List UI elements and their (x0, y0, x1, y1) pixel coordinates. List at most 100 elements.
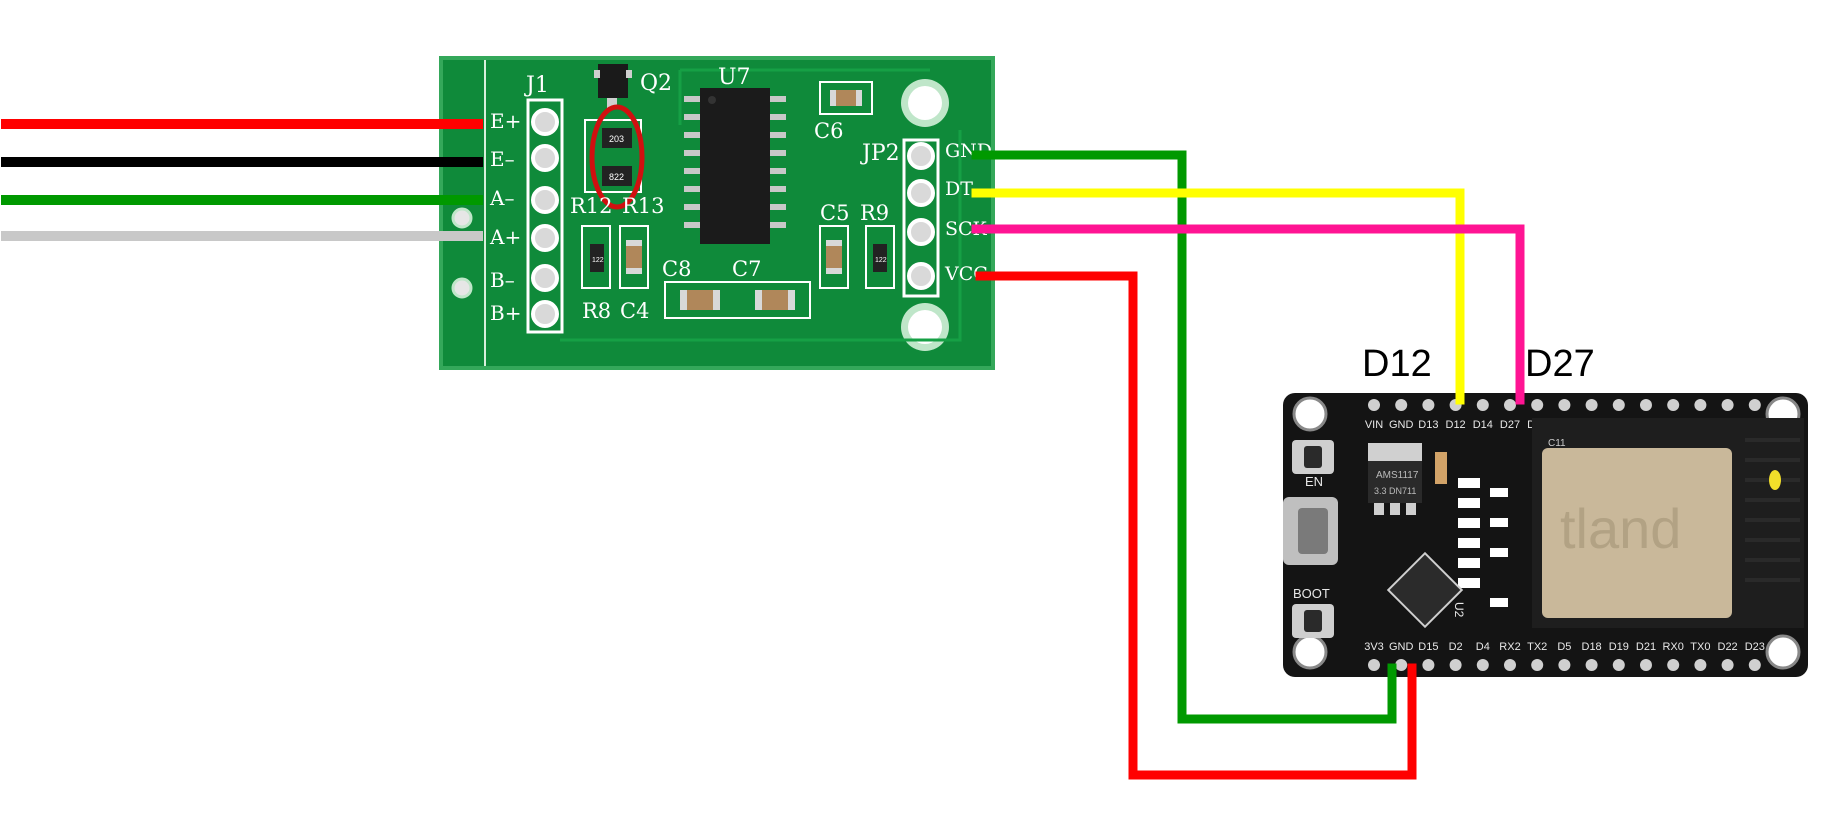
esp32-bottom-pin-label: TX0 (1690, 641, 1710, 653)
q2-label: Q2 (640, 71, 672, 96)
r8-resistor (590, 244, 604, 272)
small-hole (451, 277, 473, 299)
j1-label: J1 (524, 73, 549, 98)
esp32-top-pin (1748, 399, 1761, 411)
esp32-bottom-pin (1368, 659, 1380, 671)
r8-code: 122 (592, 257, 604, 264)
pin-label-sck: SCK (945, 218, 988, 240)
r12-resistor (602, 128, 632, 148)
smd-components (1458, 478, 1508, 607)
jp2-label: JP2 (860, 141, 900, 166)
r12-label: R12 (570, 194, 613, 218)
esp32-top-pin (1640, 399, 1652, 411)
mount-hole (908, 86, 942, 120)
r13-code: 822 (609, 172, 624, 182)
hx711-board: J1 E+ E– A– A+ B– B+ Q2 203 822 R12 R13 … (439, 56, 995, 370)
esp32-top-pin-label: D13 (1418, 419, 1438, 431)
esp32-bottom-pin (1585, 659, 1598, 671)
esp32-bottom-pin (1504, 659, 1516, 671)
esp32-top-pin-label: D12 (1446, 419, 1466, 431)
esp32-top-pin-label: GND (1389, 419, 1414, 431)
esp32-bottom-pin (1531, 659, 1544, 671)
esp32-bottom-pin-label: D15 (1418, 641, 1438, 653)
esp32-bottom-pin (1667, 659, 1680, 671)
r12-code: 203 (609, 134, 624, 144)
u7-label: U7 (718, 65, 751, 90)
esp32-bottom-pin-row (1368, 659, 1761, 671)
boot-button-label: BOOT (1293, 586, 1330, 601)
esp32-bottom-pin (1476, 659, 1489, 671)
mount-hole (1292, 634, 1328, 670)
c4-capacitor (626, 240, 642, 274)
esp32-bottom-pin-label: D22 (1718, 641, 1738, 653)
pin-label-e-minus: E– (490, 147, 515, 171)
annotation-d12: D12 (1362, 343, 1432, 385)
esp32-bottom-pin-label: D23 (1745, 641, 1765, 653)
esp32-top-pin (1368, 399, 1380, 411)
esp32-bottom-pin (1694, 659, 1707, 671)
pin-label-e-plus: E+ (490, 109, 521, 133)
u7-chip (684, 88, 786, 244)
esp32-top-pin (1667, 399, 1680, 411)
c4-label: C4 (620, 299, 649, 323)
c5-label: C5 (820, 201, 849, 225)
esp32-top-pin (1694, 399, 1707, 411)
esp32-top-pin (1531, 399, 1544, 411)
led (1769, 470, 1781, 490)
jp2-pins (907, 142, 935, 290)
small-hole (451, 207, 473, 229)
esp32-top-pin (1721, 399, 1734, 411)
esp32-top-pin (1612, 399, 1625, 411)
r9-resistor (873, 244, 887, 272)
pin-label-b-minus: B– (490, 268, 515, 292)
esp32-bottom-pin-label: D4 (1476, 641, 1490, 653)
esp32-bottom-pin-label: D18 (1582, 641, 1602, 653)
esp32-bottom-pin-label: TX2 (1527, 641, 1547, 653)
esp32-top-pin-row (1368, 399, 1761, 411)
esp32-board: VINGNDD13D12D14D27D26D25D33D32D35D34VNVP… (1283, 393, 1808, 677)
module-label: C11 (1548, 438, 1566, 449)
c8-capacitor (680, 290, 720, 310)
c7-capacitor (755, 290, 795, 310)
r9-label: R9 (860, 201, 889, 225)
c6-label: C6 (814, 119, 843, 143)
esp32-wroom-shield (1542, 448, 1732, 618)
c8-label: C8 (662, 257, 691, 281)
regulator-text-2: 3.3 DN711 (1374, 486, 1416, 496)
pin-label-b-plus: B+ (490, 301, 521, 325)
esp32-bottom-pin (1395, 659, 1408, 671)
esp32-top-pin (1395, 399, 1408, 411)
ams1117-regulator (1368, 461, 1422, 503)
esp32-bottom-pin-label: D2 (1449, 641, 1463, 653)
mount-hole (908, 310, 942, 344)
wire-gnd (971, 150, 1397, 724)
esp32-bottom-pin-label: GND (1389, 641, 1414, 653)
esp32-bottom-pin-label: 3V3 (1364, 641, 1384, 653)
j1-outline (526, 98, 564, 334)
esp32-bottom-pin-label: RX0 (1662, 641, 1683, 653)
r9-code: 122 (875, 257, 887, 264)
esp32-top-pin-label: D27 (1500, 419, 1520, 431)
esp32-top-pin-label: D14 (1473, 419, 1493, 431)
esp32-bottom-pin (1558, 659, 1571, 671)
esp32-bottom-pin-label: D19 (1609, 641, 1629, 653)
mount-hole (1765, 634, 1801, 670)
esp32-top-pin (1504, 399, 1516, 411)
esp32-bottom-pin (1640, 659, 1652, 671)
c6-capacitor (830, 90, 862, 106)
q2-transistor (598, 64, 628, 98)
j1-pins (531, 108, 559, 328)
c5-capacitor (826, 240, 842, 274)
pin-label-a-minus: A– (489, 186, 514, 210)
u2-label: U2 (1452, 602, 1466, 618)
esp32-top-pin (1422, 399, 1435, 411)
c7-label: C7 (732, 257, 761, 281)
jp2-outline (902, 138, 940, 298)
pin-label-dt: DT (945, 178, 973, 200)
en-button-label: EN (1305, 474, 1323, 489)
esp32-bottom-pin (1721, 659, 1734, 671)
wire-sck (971, 224, 1525, 405)
esp32-bottom-pin (1612, 659, 1625, 671)
